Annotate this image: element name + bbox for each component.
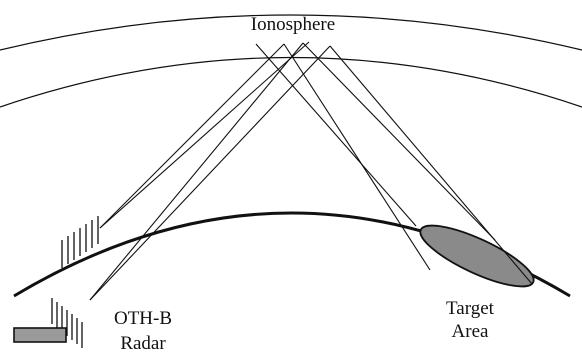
target-area-ellipse (419, 224, 535, 288)
radar-transmitter-block (13, 327, 67, 343)
ray-paths (89, 41, 533, 301)
ray-down-3 (302, 42, 496, 241)
target-label: Target Area (430, 298, 510, 342)
antenna-array-upper (61, 216, 99, 268)
ionosphere-label-text: Ionosphere (250, 14, 336, 35)
ray-down-1 (255, 43, 417, 227)
radar-label-line2: Radar (120, 333, 166, 354)
ray-up-4 (89, 45, 331, 301)
ray-up-3 (89, 42, 304, 301)
ionosphere-label: Ionosphere (243, 14, 343, 35)
radar-label: OTH-B Radar (100, 308, 186, 354)
target-label-line2: Area (451, 321, 489, 342)
ray-up-1 (99, 43, 285, 229)
ray-up-2 (99, 41, 310, 229)
ray-down-4 (329, 45, 533, 285)
radar-label-line1: OTH-B (113, 308, 173, 329)
ray-down-2 (283, 43, 431, 271)
ionosphere-lower-arc (0, 56, 582, 108)
target-label-line1: Target (446, 298, 494, 319)
ionosphere-upper-arc (0, 14, 582, 51)
